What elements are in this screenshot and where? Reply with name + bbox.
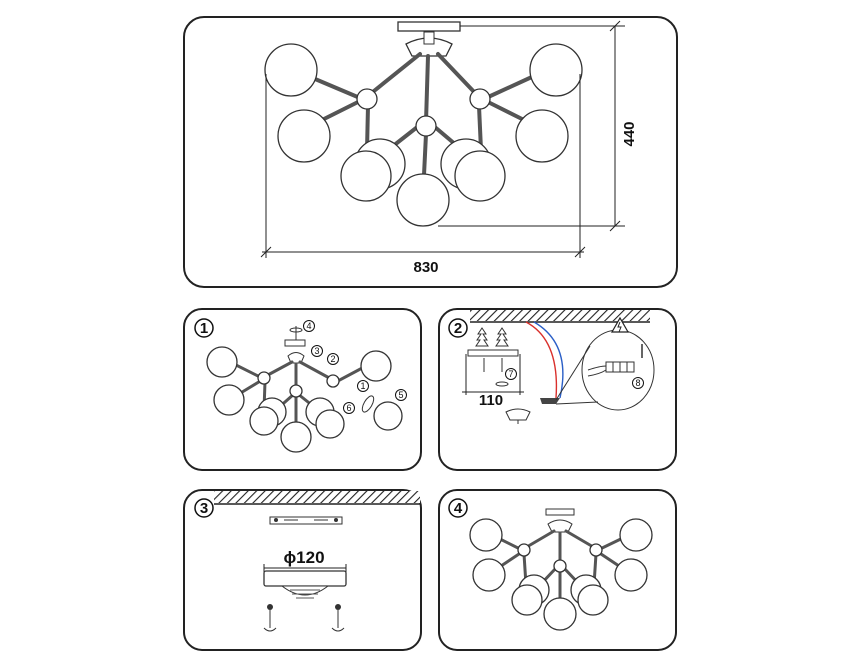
- hub-right: [469, 88, 491, 110]
- step-1-callouts: 1 2 3 4 5 6: [289, 320, 407, 414]
- step-number: 3: [200, 500, 208, 517]
- step-3-panel: 3 ϕ120: [183, 489, 422, 651]
- svg-text:3: 3: [314, 346, 319, 356]
- svg-text:1: 1: [360, 381, 365, 391]
- step-number: 2: [454, 320, 462, 337]
- main-overview-panel: 440 830: [183, 16, 678, 288]
- step-4-panel: 4: [438, 489, 677, 651]
- svg-text:2: 2: [330, 354, 335, 364]
- height-label: 440: [621, 121, 638, 146]
- step-1-panel: 1 1 2 3 4: [183, 308, 422, 471]
- step-number: 4: [454, 500, 463, 517]
- width-dimension: 830: [260, 74, 586, 276]
- svg-text:6: 6: [346, 403, 351, 413]
- width-label: 830: [413, 259, 438, 276]
- svg-text:5: 5: [398, 390, 403, 400]
- step-2-panel: 2 7 110 8: [438, 308, 677, 471]
- svg-text:4: 4: [306, 321, 311, 331]
- height-dimension: 440: [438, 20, 638, 232]
- high-voltage-warning-icon: [610, 316, 630, 333]
- svg-text:8: 8: [635, 378, 640, 388]
- step-number: 1: [200, 320, 208, 337]
- canopy-diameter-label: ϕ120: [283, 548, 324, 567]
- svg-text:7: 7: [508, 369, 513, 379]
- hub-left: [356, 88, 378, 110]
- globes: [264, 43, 583, 227]
- hub-center: [415, 115, 437, 137]
- mount-spacing-label: 110: [479, 392, 503, 409]
